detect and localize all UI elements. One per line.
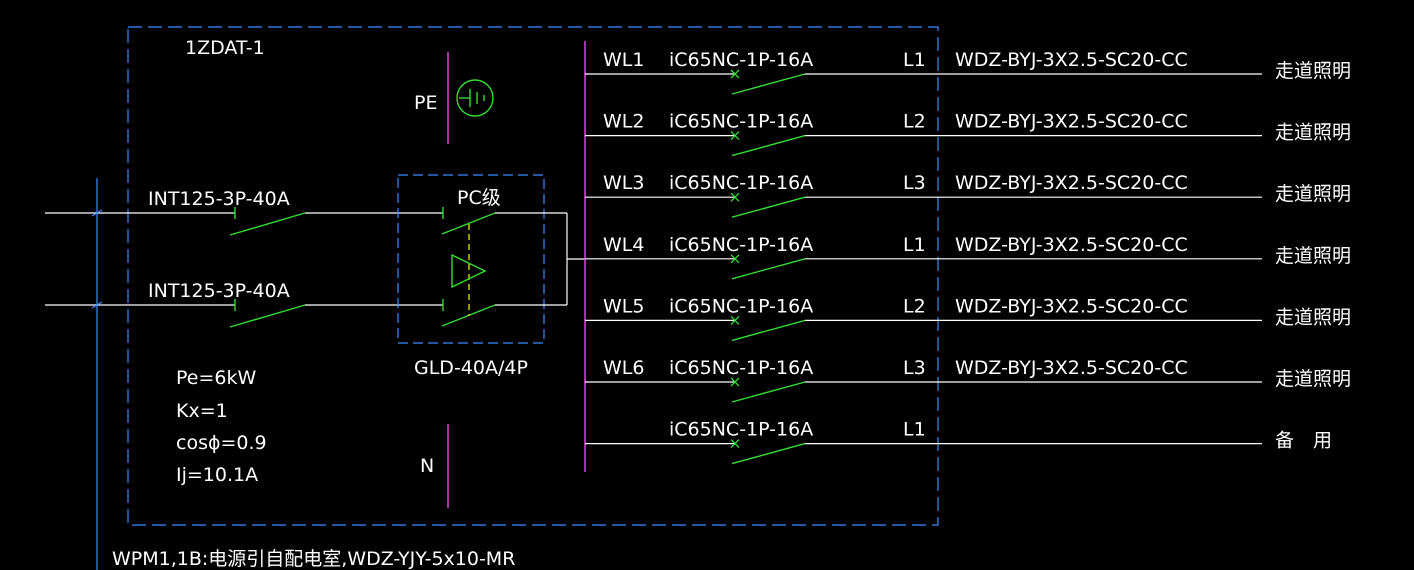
circuit-load: 走道照明 [1275, 306, 1351, 328]
incoming-breaker-2-label: INT125-3P-40A [148, 280, 290, 302]
circuit-id: WL4 [603, 234, 644, 256]
circuit-load: 走道照明 [1275, 60, 1351, 82]
circuit-breaker-x-b [730, 315, 740, 325]
circuit-id: WL1 [603, 49, 644, 71]
ats-model-label: GLD-40A/4P [414, 357, 528, 379]
circuit-breaker-x-b [730, 254, 740, 264]
circuit-cable: WDZ-BYJ-3X2.5-SC20-CC [955, 234, 1188, 256]
panel-boundary [127, 26, 939, 526]
circuit-id: WL6 [603, 357, 644, 379]
circuit-load: 走道照明 [1275, 368, 1351, 390]
circuit-breaker-contact [731, 258, 806, 280]
circuit-phase: L2 [903, 111, 926, 133]
circuit-id: WL3 [603, 172, 644, 194]
incoming-breaker-1-contact [229, 212, 306, 236]
circuit-breaker-contact [731, 319, 806, 342]
incoming-breaker-2-contact [229, 304, 306, 328]
circuit-breaker-contact [731, 381, 806, 403]
ats-class-label: PC级 [457, 187, 501, 209]
circuit-phase: L1 [903, 234, 926, 256]
circuit-breaker-x-b [730, 377, 740, 387]
circuit-breaker-label: iC65NC-1P-16A [669, 295, 813, 317]
circuit-id: WL5 [603, 295, 644, 317]
ats-actuator-icon [451, 253, 487, 289]
circuit-breaker-contact [731, 134, 806, 157]
circuit-breaker-label: iC65NC-1P-16A [669, 172, 813, 194]
circuit-cable: WDZ-BYJ-3X2.5-SC20-CC [955, 49, 1188, 71]
panel-name: 1ZDAT-1 [185, 37, 265, 59]
circuit-cable: WDZ-BYJ-3X2.5-SC20-CC [955, 295, 1188, 317]
circuit-breaker-label: iC65NC-1P-16A [669, 357, 813, 379]
circuit-cable: WDZ-BYJ-3X2.5-SC20-CC [955, 172, 1188, 194]
circuit-load: 走道照明 [1275, 122, 1351, 144]
load-info-kx: Kx=1 [176, 400, 228, 422]
load-info-ij: Ij=10.1A [176, 464, 258, 486]
circuit-phase: L1 [903, 49, 926, 71]
n-label: N [420, 455, 434, 477]
circuit-breaker-x-b [730, 439, 740, 449]
incoming-wire-1-tick [91, 209, 103, 217]
incoming-wire-2-tick [91, 301, 103, 309]
circuit-load: 走道照明 [1275, 183, 1351, 205]
circuit-load: 走道照明 [1275, 245, 1351, 267]
circuit-breaker-label: iC65NC-1P-16A [669, 111, 813, 133]
circuit-phase: L3 [903, 172, 926, 194]
feeder-note: WPM1,1B:电源引自配电室,WDZ-YJY-5x10-MR [112, 548, 515, 570]
circuit-breaker-contact [731, 442, 806, 465]
pe-label: PE [414, 92, 437, 114]
incoming-breaker-1-label: INT125-3P-40A [148, 188, 290, 210]
ats-contact-1 [441, 212, 496, 235]
circuit-breaker-label: iC65NC-1P-16A [669, 419, 813, 441]
circuit-phase: L2 [903, 295, 926, 317]
circuit-breaker-contact [731, 73, 806, 95]
circuit-breaker-x-b [730, 69, 740, 79]
circuit-cable: WDZ-BYJ-3X2.5-SC20-CC [955, 111, 1188, 133]
circuit-id: WL2 [603, 111, 644, 133]
circuit-cable: WDZ-BYJ-3X2.5-SC20-CC [955, 357, 1188, 379]
circuit-breaker-x-b [730, 192, 740, 202]
ats-boundary [397, 174, 545, 344]
circuit-load: 备 用 [1275, 430, 1332, 452]
load-info-cosphi: cosϕ=0.9 [176, 432, 267, 454]
circuit-phase: L1 [903, 419, 926, 441]
circuit-breaker-label: iC65NC-1P-16A [669, 49, 813, 71]
earth-icon [456, 79, 494, 117]
circuit-breaker-x-b [730, 131, 740, 141]
load-info-pe: Pe=6kW [176, 367, 256, 389]
circuit-breaker-contact [731, 196, 806, 218]
circuit-breaker-label: iC65NC-1P-16A [669, 234, 813, 256]
circuit-phase: L3 [903, 357, 926, 379]
